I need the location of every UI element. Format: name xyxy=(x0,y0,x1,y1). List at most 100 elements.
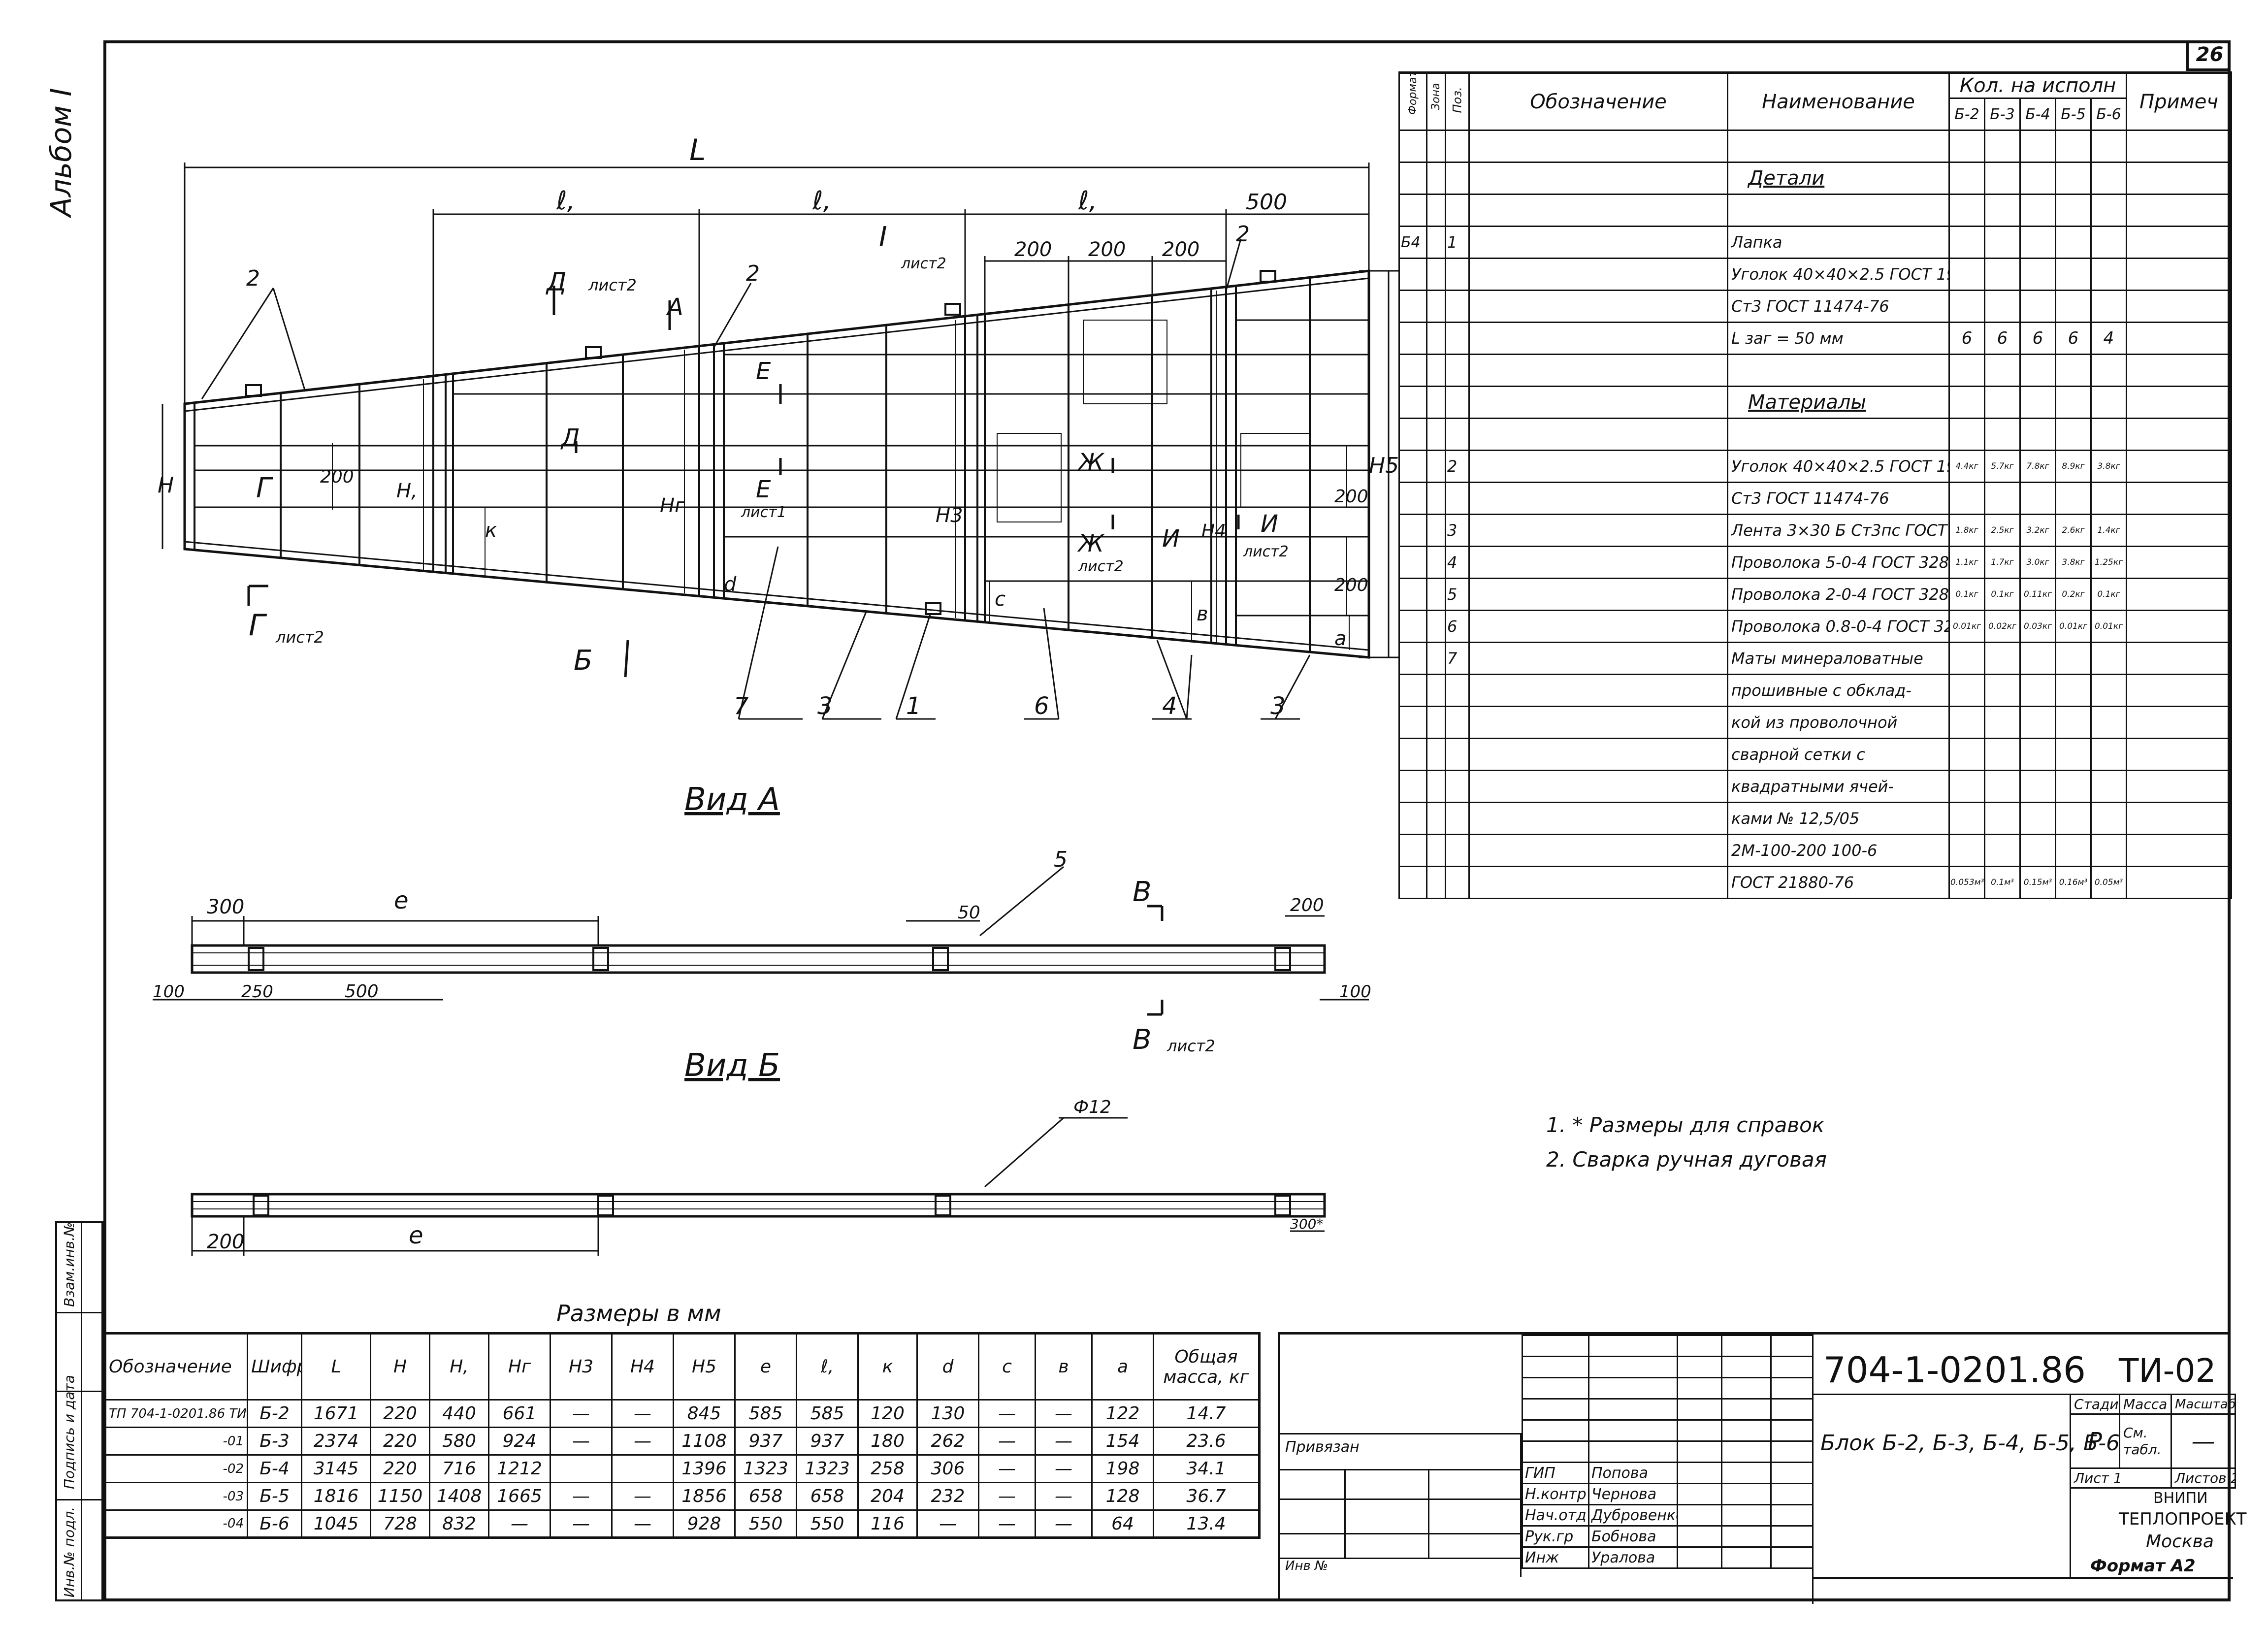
viewA-300: 300 xyxy=(207,896,244,918)
dims-cell: 220 xyxy=(370,1427,430,1456)
dims-cell: 924 xyxy=(488,1427,551,1456)
spec-cell-qty xyxy=(2090,130,2127,163)
cut-E-sheet: лист1 xyxy=(741,504,786,521)
spec-cell-pos xyxy=(1445,834,1470,867)
spec-cell-format xyxy=(1398,322,1427,355)
spec-cell-note xyxy=(2126,578,2232,611)
spec-cell-name: Проволока 5-0-4 ГОСТ 3282-74 xyxy=(1727,546,1950,579)
label-200-c: 200 xyxy=(1162,238,1199,261)
tb-mass: См. табл. xyxy=(2119,1413,2172,1469)
dims-cell: 550 xyxy=(734,1509,797,1538)
spec-cell-qty: 7.8кг xyxy=(2019,450,2056,483)
spec-cell-pos xyxy=(1445,386,1470,419)
spec-cell-zone xyxy=(1426,738,1446,771)
spec-h-name: Наименование xyxy=(1727,72,1950,131)
spec-cell-qty: 0.02кг xyxy=(1984,610,2021,643)
spec-cell-name xyxy=(1727,130,1950,163)
spec-cell-qty: 4 xyxy=(2090,322,2127,355)
spec-cell-qty: 1.7кг xyxy=(1984,546,2021,579)
cut-B: Б xyxy=(574,645,592,677)
dims-cell: — xyxy=(1035,1454,1093,1483)
cut-E-top: Е xyxy=(756,358,771,385)
viewA-250: 250 xyxy=(241,982,273,1002)
tb-doc-suffix: ТИ-02 xyxy=(2119,1352,2216,1390)
label-200-v1: 200 xyxy=(320,467,354,487)
spec-cell-name: Проволока 0.8-0-4 ГОСТ 3282-74 xyxy=(1727,610,1950,643)
spec-cell-qty xyxy=(2090,642,2127,675)
spec-table: Формат Зона Поз. Обозначение Наименовани… xyxy=(1398,71,2232,899)
viewB-200: 200 xyxy=(207,1231,244,1253)
dims-header: Hг xyxy=(488,1333,551,1401)
dims-cell: 1323 xyxy=(796,1454,859,1483)
spec-cell-zone xyxy=(1426,482,1446,515)
dims-cell: 154 xyxy=(1091,1427,1154,1456)
spec-cell-designation xyxy=(1468,386,1728,419)
spec-h-v1: Б-2 xyxy=(1948,98,1985,131)
tb-inv: Инв № xyxy=(1285,1559,1328,1573)
spec-cell-zone xyxy=(1426,258,1446,291)
spec-cell-format xyxy=(1398,706,1427,739)
spec-cell-qty xyxy=(1984,130,2021,163)
spec-cell-note xyxy=(2126,738,2232,771)
spec-cell-qty: 2.6кг xyxy=(2055,514,2092,547)
dims-cell: 937 xyxy=(796,1427,859,1456)
viewA-100-left: 100 xyxy=(153,982,185,1002)
pos6: 6 xyxy=(1034,692,1049,720)
spec-row xyxy=(1398,354,2232,387)
dims-cell: 116 xyxy=(857,1509,918,1538)
spec-cell-qty xyxy=(2019,834,2056,867)
spec-cell-name: Лапка xyxy=(1727,226,1950,259)
spec-cell-qty: 5.7кг xyxy=(1984,450,2021,483)
spec-cell-pos: 1 xyxy=(1445,226,1470,259)
spec-cell-qty xyxy=(1948,386,1985,419)
spec-cell-name: Ст3 ГОСТ 11474-76 xyxy=(1727,482,1950,515)
spec-cell-zone xyxy=(1426,674,1446,707)
dims-cell: 585 xyxy=(734,1399,797,1428)
tb-sheets: Листов 2 xyxy=(2171,1467,2236,1489)
dims-cell: 64 xyxy=(1091,1509,1154,1538)
dims-cell: 14.7 xyxy=(1153,1399,1260,1428)
spec-cell-qty xyxy=(1948,162,1985,195)
dims-cell: 658 xyxy=(734,1482,797,1511)
pos1: 1 xyxy=(906,692,921,720)
dims-cell: 1816 xyxy=(301,1482,371,1511)
dims-header: H, xyxy=(429,1333,489,1401)
dims-cell: — xyxy=(611,1399,674,1428)
cut-I2-b: И xyxy=(1261,510,1278,538)
dims-cell: — xyxy=(550,1399,613,1428)
spec-cell-designation xyxy=(1468,706,1728,739)
spec-cell-qty xyxy=(2019,354,2056,387)
spec-cell-zone xyxy=(1426,386,1446,419)
spec-cell-qty: 2.5кг xyxy=(1984,514,2021,547)
dims-cell: 23.6 xyxy=(1153,1427,1260,1456)
spec-cell-qty: 0.1кг xyxy=(1984,578,2021,611)
dims-header: ℓ, xyxy=(796,1333,859,1401)
spec-cell-designation xyxy=(1468,578,1728,611)
dims-cell: 204 xyxy=(857,1482,918,1511)
label-a: a xyxy=(1334,627,1347,650)
spec-cell-qty xyxy=(2090,834,2127,867)
dims-cell: 122 xyxy=(1091,1399,1154,1428)
dims-cell: 728 xyxy=(370,1509,430,1538)
tb-linked-box: Привязан Инв № xyxy=(1280,1433,1522,1577)
spec-cell-pos xyxy=(1445,866,1470,899)
spec-cell-designation xyxy=(1468,130,1728,163)
dims-cell: Б-4 xyxy=(247,1454,302,1483)
spec-cell-format xyxy=(1398,450,1427,483)
dims-cell: 832 xyxy=(429,1509,489,1538)
spec-cell-zone xyxy=(1426,514,1446,547)
spec-cell-qty xyxy=(1948,770,1985,803)
dims-cell: 1856 xyxy=(673,1482,736,1511)
spec-cell-name: Уголок 40×40×2.5 ГОСТ 19771-74 xyxy=(1727,258,1950,291)
spec-cell-zone xyxy=(1426,130,1446,163)
spec-cell-qty xyxy=(2055,770,2092,803)
spec-cell-designation xyxy=(1468,770,1728,803)
dims-cell: 198 xyxy=(1091,1454,1154,1483)
spec-cell-pos xyxy=(1445,418,1470,451)
label-H3: H3 xyxy=(936,504,963,527)
spec-cell-qty xyxy=(1984,802,2021,835)
spec-cell-qty xyxy=(2019,130,2056,163)
